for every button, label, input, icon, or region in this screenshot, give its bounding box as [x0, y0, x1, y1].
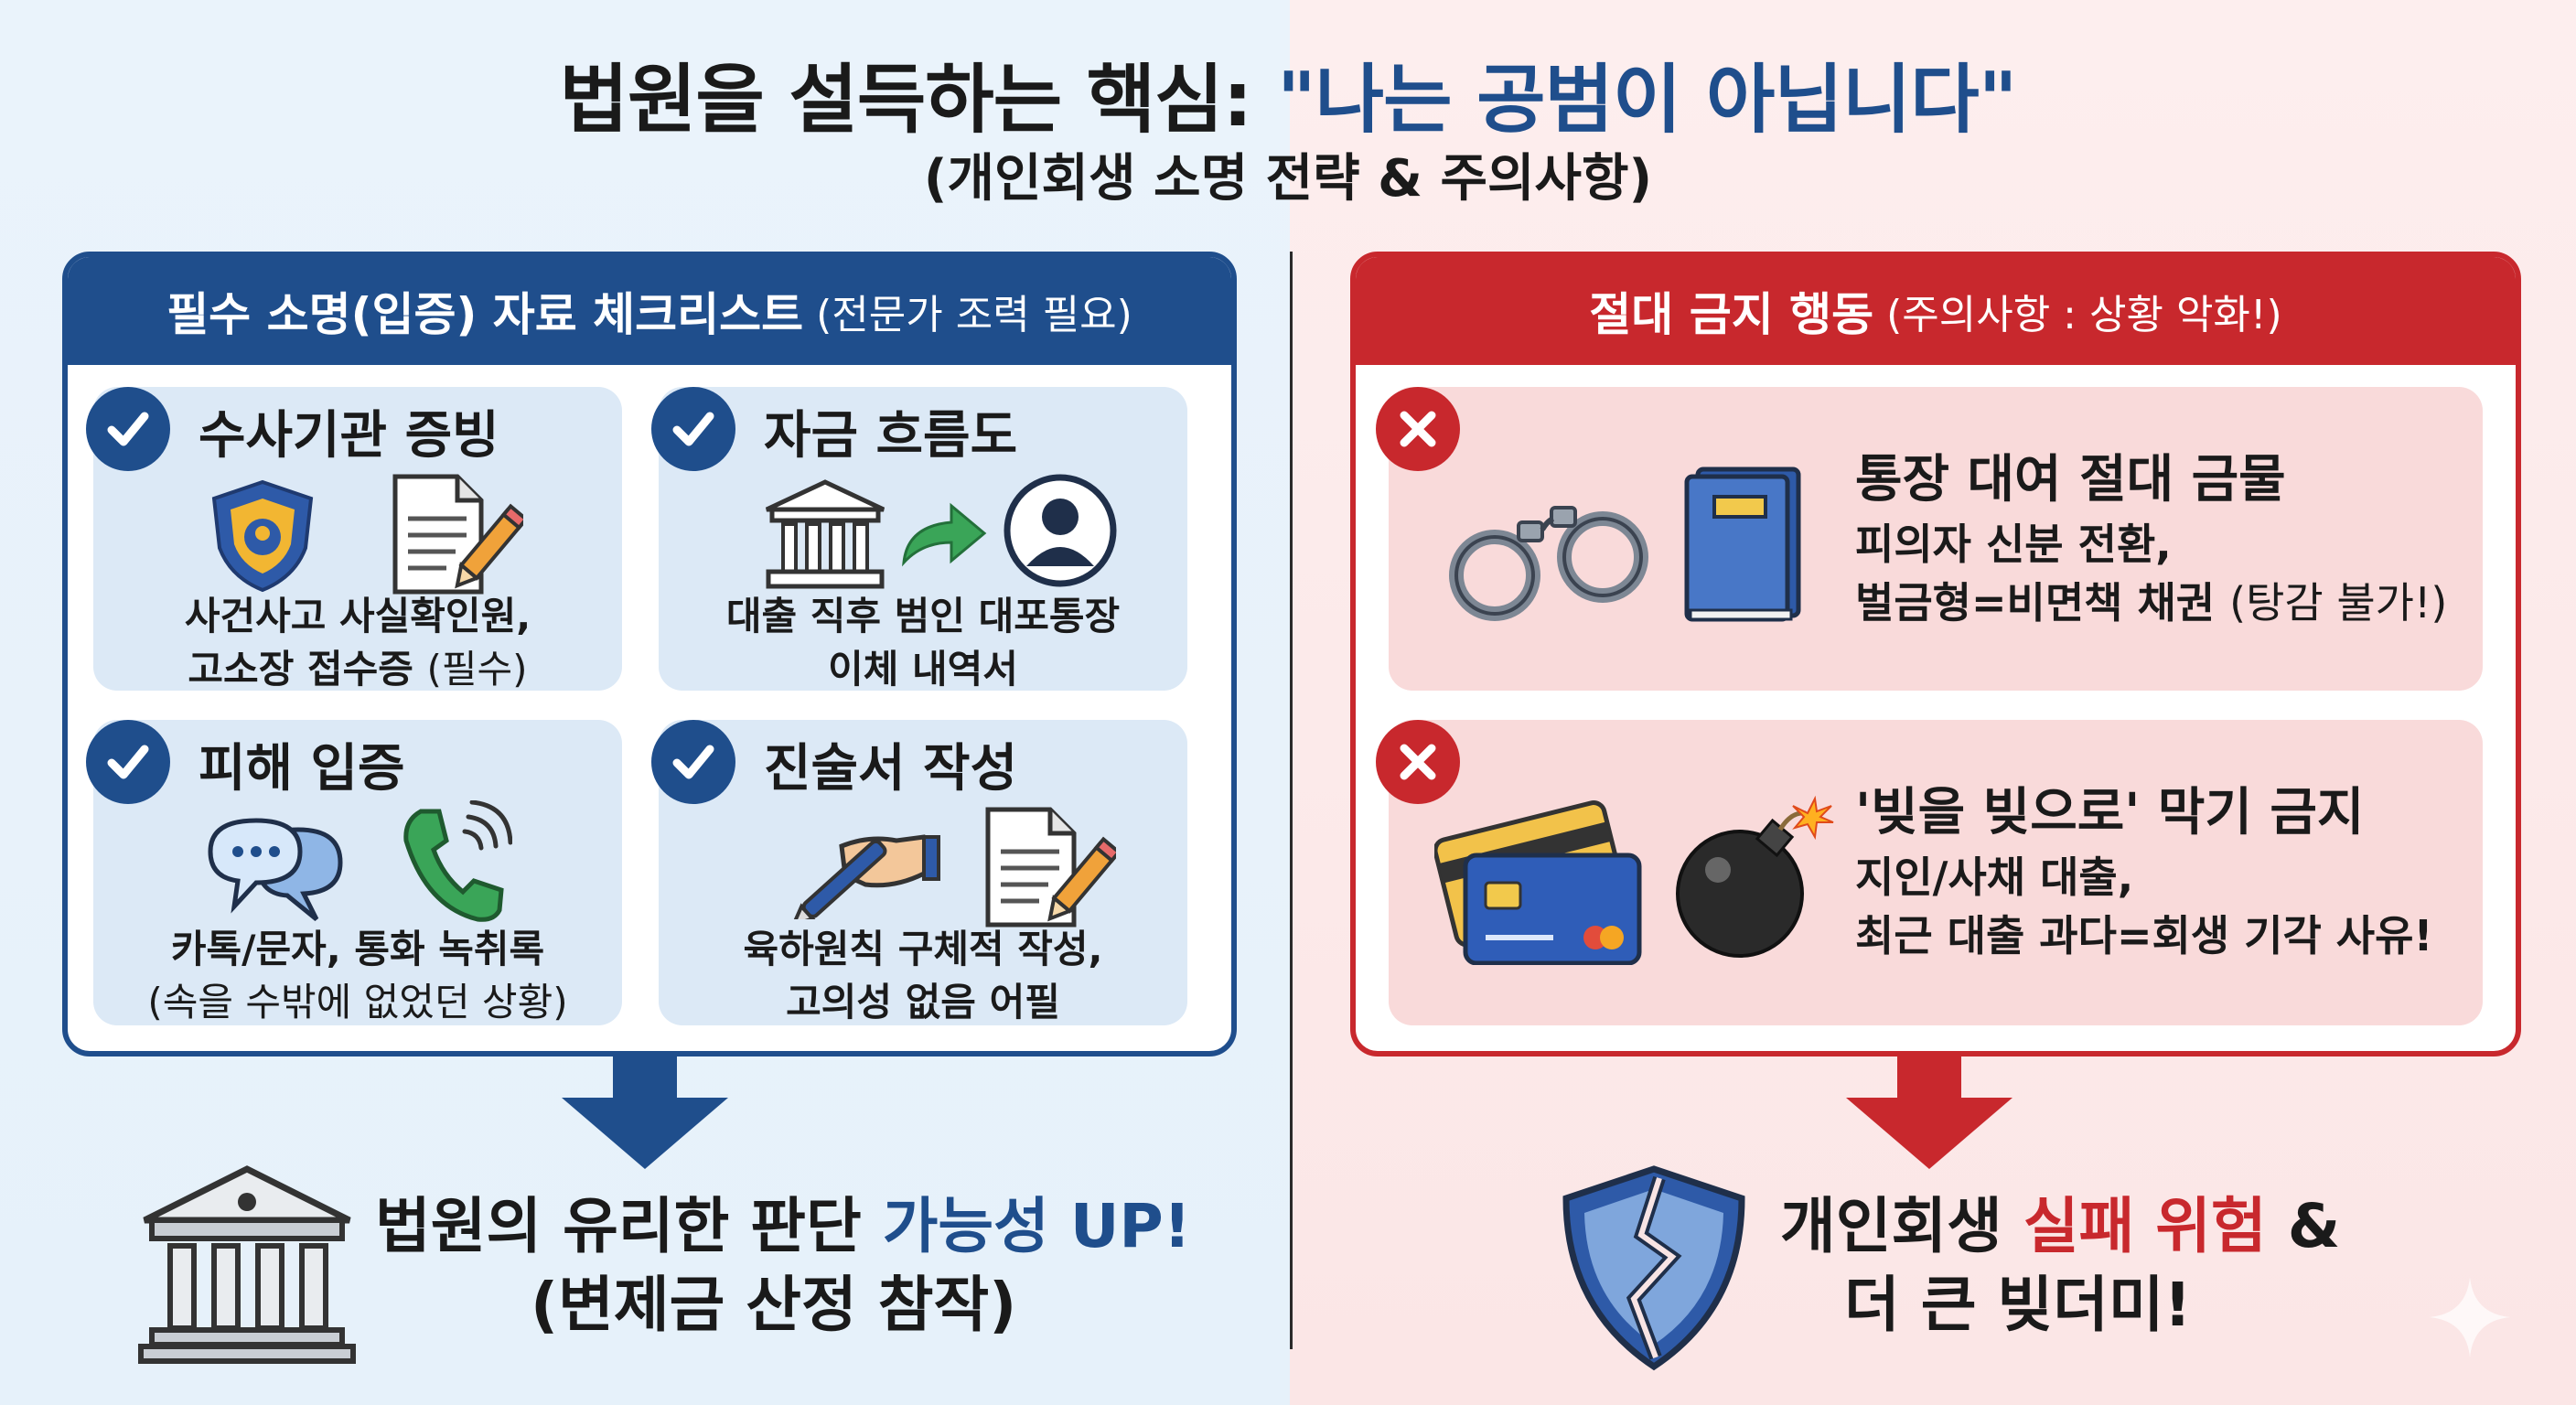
blue-down-arrow — [562, 1052, 728, 1169]
center-divider — [1290, 252, 1293, 1349]
card-damage-proof: 피해 입증 카톡/문자, 통화 녹취록 (속을 수밖에 없었던 상황) — [86, 720, 622, 1025]
check-icon — [651, 720, 735, 804]
red-down-arrow — [1846, 1052, 2012, 1169]
police-badge-icon — [211, 479, 314, 593]
prohibited-panel-header: 절대 금지 행동 (주의사항 : 상황 악화!) — [1356, 257, 2516, 365]
writing-hand-icon — [789, 834, 940, 919]
chat-bubbles-icon — [208, 818, 343, 921]
card-line-1: 피의자 신분 전환, — [1855, 520, 2172, 569]
right-result-tail: & — [2266, 1191, 2341, 1261]
card-line-2-note: (필수) — [426, 647, 528, 692]
checklist-panel-header: 필수 소명(입증) 자료 체크리스트 (전문가 조력 필요) — [68, 257, 1231, 365]
card-title: 자금 흐름도 — [764, 406, 1018, 466]
phone-icon — [403, 800, 512, 922]
x-icon — [1376, 720, 1460, 804]
right-result-highlight: 실패 위험 — [2023, 1191, 2267, 1261]
card-description: 카톡/문자, 통화 녹취록 (속을 수밖에 없었던 상황) — [93, 923, 622, 1029]
credit-cards-icon — [1434, 800, 1642, 965]
card-line-1: 사건사고 사실확인원, — [184, 594, 531, 638]
card-line-2-note: (속을 수밖에 없었던 상황) — [147, 980, 568, 1024]
card-line-2-main: 고소장 접수증 — [188, 647, 427, 692]
card-debt-with-debt: '빚을 빚으로' 막기 금지 지인/사채 대출, 최근 대출 과다=회생 기각 … — [1376, 720, 2483, 1025]
card-investigation-proof: 수사기관 증빙 사건사고 사실확인원, 고소장 접수증 (필수) — [86, 387, 622, 692]
card-account-lending: 통장 대여 절대 금물 피의자 신분 전환, 벌금형=비면책 채권 (탕감 불가… — [1376, 387, 2483, 691]
sparkle-icon — [2430, 1277, 2510, 1357]
right-result-line-2: 더 큰 빚더미! — [1844, 1270, 2192, 1340]
card-line-2-main: 벌금형=비면책 채권 — [1855, 578, 2230, 627]
prohibited-title: 절대 금지 행동 — [1589, 288, 1874, 341]
card-title: 수사기관 증빙 — [199, 406, 499, 466]
checklist-title-note: (전문가 조력 필요) — [816, 292, 1132, 338]
bomb-icon — [1676, 795, 1834, 958]
left-result-main: 법원의 유리한 판단 — [375, 1191, 883, 1261]
bank-icon — [765, 479, 886, 589]
card-title: 통장 대여 절대 금물 — [1855, 450, 2286, 509]
bankbook-icon — [1684, 467, 1801, 622]
card-line-2: 이체 내역서 — [828, 647, 1018, 692]
card-line-2: 최근 대출 과다=회생 기각 사유! — [1855, 911, 2433, 960]
page-subtitle: (개인회생 소명 전략 & 주의사항) — [923, 149, 1653, 209]
prohibited-title-note: (주의사항 : 상황 악화!) — [1886, 292, 2282, 338]
document-pen-icon — [985, 807, 1116, 928]
checklist-title: 필수 소명(입증) 자료 체크리스트 — [166, 288, 804, 341]
left-result-highlight: 가능성 UP! — [882, 1191, 1191, 1261]
title-highlight: "나는 공범이 아닙니다" — [1276, 57, 2017, 144]
card-line-2: 고의성 없음 어필 — [786, 980, 1060, 1024]
person-icon — [1004, 474, 1117, 587]
right-result-main: 개인회생 — [1780, 1191, 2023, 1261]
check-icon — [86, 720, 170, 804]
card-title: 진술서 작성 — [764, 739, 1018, 799]
handcuffs-icon — [1449, 506, 1648, 621]
prohibited-panel: 절대 금지 행동 (주의사항 : 상황 악화!) 통장 대여 절대 금물 피의자 … — [1350, 252, 2521, 1056]
check-icon — [651, 387, 735, 471]
card-money-flow: 자금 흐름도 대출 직후 범인 대포통장 이체 내역서 — [651, 387, 1187, 692]
card-line-2: 고소장 접수증 (필수) — [93, 643, 622, 696]
checklist-panel: 필수 소명(입증) 자료 체크리스트 (전문가 조력 필요) 수사기관 증빙 — [62, 252, 1237, 1056]
card-title: 피해 입증 — [199, 739, 405, 799]
card-statement: 진술서 작성 육하원칙 구체적 작성, 고의성 없음 어필 — [651, 720, 1187, 1025]
right-result-line-1: 개인회생 실패 위험 & — [1780, 1187, 2340, 1266]
green-arrow-icon — [902, 502, 987, 567]
left-result-line-1: 법원의 유리한 판단 가능성 UP! — [375, 1187, 1191, 1266]
card-title: '빚을 빚으로' 막기 금지 — [1855, 783, 2365, 842]
left-result-text: 법원의 유리한 판단 가능성 UP! (변제금 산정 참작) — [375, 1187, 1191, 1345]
card-line-1: 대출 직후 범인 대포통장 — [725, 594, 1121, 638]
bank-icon — [138, 1165, 356, 1364]
card-description: 대출 직후 범인 대포통장 이체 내역서 — [659, 590, 1187, 696]
card-line-2-note: (탕감 불가!) — [2229, 578, 2448, 627]
title-main: 법원을 설득하는 핵심: — [559, 57, 1277, 144]
x-icon — [1376, 387, 1460, 471]
check-icon — [86, 387, 170, 471]
card-description: 피의자 신분 전환, 벌금형=비면책 채권 (탕감 불가!) — [1855, 515, 2447, 632]
right-result-text: 개인회생 실패 위험 & 더 큰 빚더미! — [1780, 1187, 2340, 1345]
card-description: 육하원칙 구체적 작성, 고의성 없음 어필 — [659, 923, 1187, 1029]
broken-shield-icon — [1562, 1165, 1745, 1371]
card-line-2: 벌금형=비면책 채권 (탕감 불가!) — [1855, 574, 2447, 632]
card-description: 지인/사채 대출, 최근 대출 과다=회생 기각 사유! — [1855, 848, 2432, 965]
card-line-1: 지인/사채 대출, — [1855, 853, 2134, 902]
left-result-line-2: (변제금 산정 참작) — [531, 1270, 1017, 1340]
card-line-1: 육하원칙 구체적 작성, — [743, 927, 1103, 971]
card-line-1: 카톡/문자, 통화 녹취록 — [170, 927, 545, 971]
page-title: 법원을 설득하는 핵심: "나는 공범이 아닙니다" — [0, 38, 2576, 147]
card-description: 사건사고 사실확인원, 고소장 접수증 (필수) — [93, 590, 622, 696]
document-pen-icon — [392, 474, 523, 595]
